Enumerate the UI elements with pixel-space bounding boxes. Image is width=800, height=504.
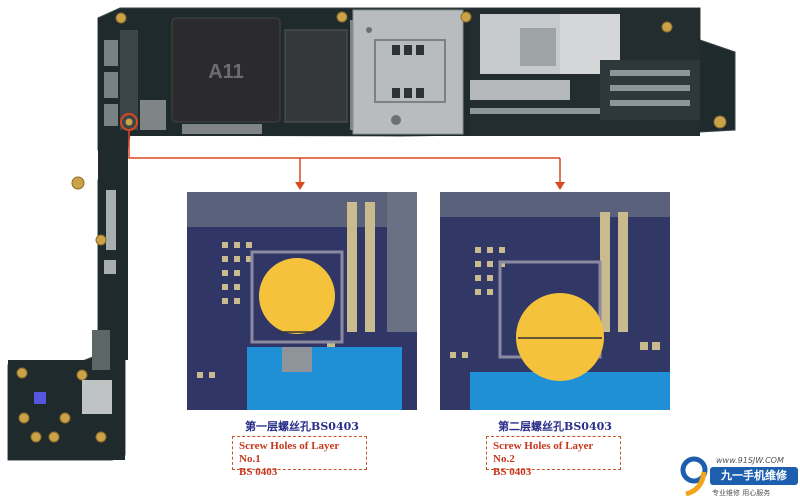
zoomed-photo-layer2 [440, 192, 670, 410]
callout-arrows [128, 131, 561, 184]
arrow-head-layer1 [295, 182, 305, 190]
caption-layer2-english: Screw Holes of Layer No.2 BS 0403 [486, 436, 621, 478]
a11-chip-label: A11 [208, 61, 244, 83]
screw-hole-layer1 [259, 258, 335, 334]
caption-layer1-english: Screw Holes of Layer No.1 BS 0403 [232, 436, 367, 478]
highlighted-screw-hole [120, 113, 138, 131]
logo-name: 九一手机维修 [710, 467, 798, 485]
logo-tagline: 专业维修 用心服务 [712, 489, 771, 497]
caption-layer1-english-line2: BS 0403 [239, 466, 278, 478]
site-logo: www.91SJW.COM 九一手机维修 专业维修 用心服务 [676, 452, 800, 504]
arrow-head-layer2 [555, 182, 565, 190]
screw-hole-layer2 [516, 293, 604, 381]
caption-layer2-chinese: 第二层螺丝孔BS0403 [498, 420, 612, 433]
caption-layer1-english-line1: Screw Holes of Layer No.1 [239, 440, 340, 465]
logo-url: www.91SJW.COM [716, 456, 784, 465]
zoomed-photo-layer1 [187, 192, 417, 410]
logo-9-icon [680, 456, 708, 496]
caption-layer1-chinese: 第一层螺丝孔BS0403 [245, 420, 359, 433]
caption-layer2-english-line1: Screw Holes of Layer No.2 [493, 440, 594, 465]
a11-chip [171, 17, 281, 123]
caption-layer2-english-line2: BS 0403 [493, 466, 532, 478]
